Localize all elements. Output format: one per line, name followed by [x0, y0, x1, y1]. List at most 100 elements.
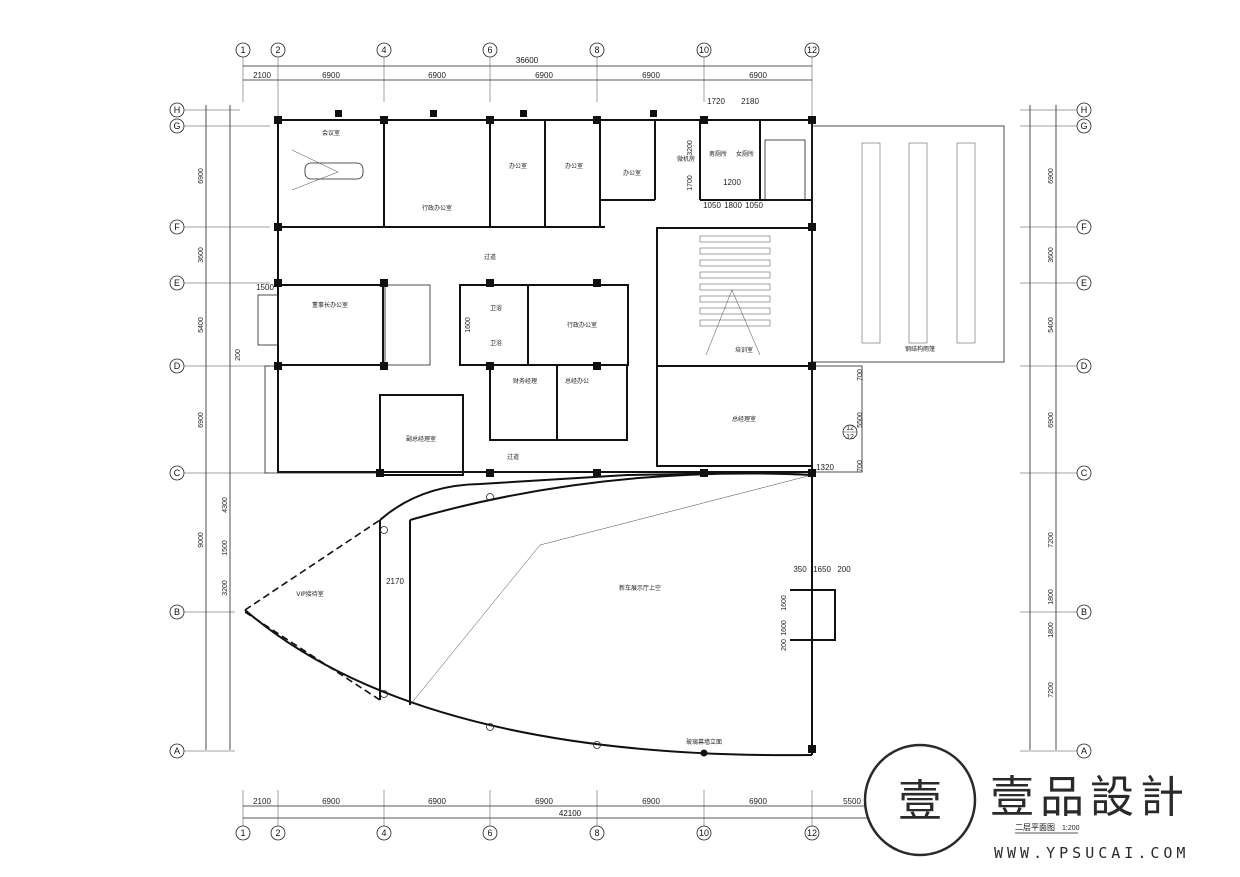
svg-text:12: 12 [807, 45, 817, 55]
svg-text:1050: 1050 [745, 201, 763, 210]
svg-text:8: 8 [594, 828, 599, 838]
svg-text:200: 200 [837, 565, 851, 574]
room-wc-m: 男厕所 [709, 150, 727, 158]
left-dim-5: 1500 [222, 540, 229, 556]
grid-row-B-left: B [169, 604, 235, 620]
svg-text:6: 6 [487, 828, 492, 838]
left-dim-2: 5400 [198, 317, 205, 333]
room-vip: VIP接待室 [296, 590, 324, 598]
grid-row-G-left: G [169, 118, 270, 134]
grid-row-A-left: A [169, 743, 235, 759]
svg-text:12: 12 [846, 425, 854, 432]
top-dim-2: 6900 [428, 71, 446, 80]
structural-columns [274, 110, 816, 753]
grid-col-12-bottom: 12 [804, 790, 820, 841]
room-chairman: 董事长办公室 [312, 301, 348, 309]
right-dim-3: 6900 [1048, 412, 1055, 428]
svg-text:10: 10 [699, 45, 709, 55]
svg-text:12: 12 [846, 434, 854, 441]
room-gm2: 总经理室 [732, 415, 756, 423]
svg-text:5500: 5500 [857, 412, 864, 428]
svg-text:350: 350 [793, 565, 807, 574]
top-dim-1: 6900 [322, 71, 340, 80]
room-office-2: 办公室 [565, 162, 583, 170]
svg-text:1650: 1650 [813, 565, 831, 574]
svg-text:A: A [1081, 746, 1087, 756]
grid-columns-bottom: 1 2 4 6 8 10 12 [235, 790, 820, 841]
bottom-dim-4: 6900 [642, 797, 660, 806]
grid-rows-left: H G F E D C B A 6900 3600 5400 6900 4300… [169, 102, 270, 759]
room-gm-office: 总经办公 [565, 377, 589, 385]
grid-row-H-left: H [169, 102, 240, 118]
drawing-title: 二层平面图 1:200 [1015, 823, 1080, 834]
top-total-dim: 36600 [516, 56, 539, 65]
svg-text:1200: 1200 [723, 178, 741, 187]
svg-text:700: 700 [857, 369, 864, 381]
grid-row-E-left: E [169, 275, 270, 291]
svg-text:H: H [174, 105, 181, 115]
svg-text:1600: 1600 [465, 317, 472, 333]
grid-row-H-right: H [1020, 102, 1092, 118]
room-steel-canopy: 钢结构雨篷 [905, 345, 935, 353]
svg-text:2170: 2170 [386, 577, 404, 586]
svg-text:1600: 1600 [781, 595, 788, 611]
svg-text:1: 1 [240, 828, 245, 838]
svg-text:F: F [1081, 222, 1087, 232]
room-deputy-gm: 副总经理室 [406, 435, 436, 443]
svg-text:1500: 1500 [256, 283, 274, 292]
building-walls [244, 119, 1005, 757]
grid-col-10-bottom: 10 [696, 790, 712, 841]
svg-text:G: G [173, 121, 180, 131]
room-admin-office: 行政办公室 [422, 204, 452, 212]
grid-col-6-top: 6 [482, 42, 498, 102]
grid-row-F-left: F [169, 219, 270, 235]
top-dimension-chain: 36600 2100 6900 6900 6900 6900 6900 [243, 56, 812, 81]
room-hall: 新车展示厅上空 [619, 584, 661, 592]
top-dim-4: 6900 [642, 71, 660, 80]
svg-text:12: 12 [807, 828, 817, 838]
svg-text:2: 2 [275, 828, 280, 838]
svg-text:B: B [1081, 607, 1087, 617]
room-restroom-2: 卫浴 [490, 339, 502, 347]
misc-dimensions: 1720 2180 1050 1800 1050 3200 1700 1200 … [235, 97, 864, 651]
grid-col-10-top: 10 [696, 42, 712, 102]
round-posts [380, 493, 708, 757]
svg-text:E: E [1081, 278, 1087, 288]
room-corridor-2: 过道 [507, 453, 519, 461]
grid-col-2-bottom: 2 [270, 790, 286, 841]
room-glass-wall: 玻璃幕墙立面 [686, 738, 722, 746]
right-dim-6: 1800 [1048, 622, 1055, 638]
room-machine: 微机房 [677, 155, 695, 163]
meeting-table [291, 149, 364, 191]
svg-text:F: F [174, 222, 180, 232]
svg-text:1320: 1320 [816, 463, 834, 472]
right-dim-2: 5400 [1048, 317, 1055, 333]
top-dim-5: 6900 [749, 71, 767, 80]
right-dim-0: 6900 [1048, 168, 1055, 184]
right-dim-4: 7200 [1048, 532, 1055, 548]
grid-rows-right: H G F E D C B A 6900 3600 5400 6900 7200… [1020, 102, 1092, 759]
svg-text:2180: 2180 [741, 97, 759, 106]
room-corridor-1: 过道 [484, 253, 496, 261]
grid-row-C-left: C [169, 465, 270, 481]
svg-text:8: 8 [594, 45, 599, 55]
bottom-dim-6: 5500 [843, 797, 861, 806]
grid-row-D-left: D [169, 358, 270, 374]
bottom-dim-0: 2100 [253, 797, 271, 806]
grid-col-4-bottom: 4 [376, 790, 392, 841]
section-marker-12: 12 12 [842, 424, 858, 441]
svg-text:4: 4 [381, 828, 386, 838]
svg-text:H: H [1081, 105, 1088, 115]
grid-col-1-bottom: 1 [235, 790, 251, 841]
room-wc-f: 女厕所 [736, 150, 754, 158]
room-office-1: 办公室 [509, 162, 527, 170]
bottom-dim-3: 6900 [535, 797, 553, 806]
room-restroom-1: 卫浴 [490, 304, 502, 312]
bottom-total-dim: 42100 [559, 809, 582, 818]
left-dim-6: 3200 [222, 580, 229, 596]
svg-text:200: 200 [781, 639, 788, 651]
svg-text:1700: 1700 [687, 175, 694, 191]
svg-text:10: 10 [699, 828, 709, 838]
svg-text:6: 6 [487, 45, 492, 55]
title-name: 二层平面图 [1015, 823, 1055, 832]
